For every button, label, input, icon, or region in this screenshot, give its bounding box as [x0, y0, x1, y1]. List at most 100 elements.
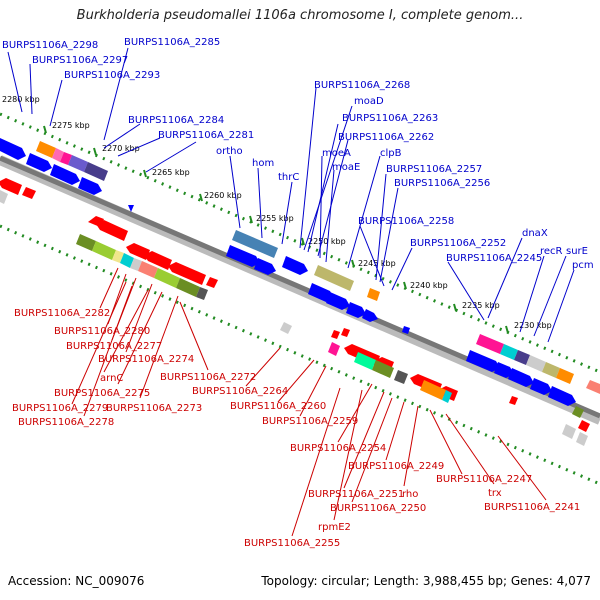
feature-block: [68, 155, 88, 172]
gene-label[interactable]: BURPS1106A_2259: [262, 416, 358, 427]
gene-label[interactable]: BURPS1106A_2277: [66, 341, 162, 352]
gene-label[interactable]: BURPS1106A_2247: [436, 474, 532, 485]
gene-label[interactable]: BURPS1106A_2284: [128, 115, 224, 126]
gene-label[interactable]: BURPS1106A_2298: [2, 40, 98, 51]
upper-feature-blocks: [36, 141, 600, 394]
gene-label[interactable]: BURPS1106A_2254: [290, 443, 386, 454]
gene-label[interactable]: BURPS1106A_2282: [14, 308, 110, 319]
feature-block: [314, 265, 354, 291]
reverse-gene-arrow: [96, 220, 128, 241]
forward-gene-arrow: [308, 283, 334, 302]
tick-label: 2230 kbp: [514, 321, 552, 330]
gene-label[interactable]: BURPS1106A_2278: [18, 417, 114, 428]
gene-label[interactable]: BURPS1106A_2257: [386, 164, 482, 175]
gene-label[interactable]: dnaX: [522, 228, 548, 239]
gene-label[interactable]: BURPS1106A_2263: [342, 113, 438, 124]
gene-label[interactable]: BURPS1106A_2281: [158, 130, 254, 141]
gene-label[interactable]: BURPS1106A_2250: [330, 503, 426, 514]
feature-block: [420, 380, 446, 400]
feature-block: [0, 190, 8, 204]
tick-label: 2280 kbp: [2, 95, 40, 104]
feature-block: [394, 370, 408, 384]
reverse-gene-arrow: [0, 178, 22, 195]
gene-label[interactable]: BURPS1106A_2275: [54, 388, 150, 399]
gene-label[interactable]: rho: [402, 489, 418, 500]
gene-label[interactable]: BURPS1106A_2285: [124, 37, 220, 48]
feature-block: [576, 432, 588, 446]
forward-gene-arrow: [254, 258, 276, 275]
gene-label[interactable]: BURPS1106A_2256: [394, 178, 490, 189]
gene-label[interactable]: BURPS1106A_2241: [484, 502, 580, 513]
lower-feature-blocks: [0, 190, 590, 446]
gene-label[interactable]: BURPS1106A_2293: [64, 70, 160, 81]
gene-label[interactable]: BURPS1106A_2258: [358, 216, 454, 227]
gene-label[interactable]: BURPS1106A_2249: [348, 461, 444, 472]
gene-label[interactable]: moaD: [354, 96, 384, 107]
tick-labels: 2280 kbp 2275 kbp 2270 kbp 2265 kbp 2260…: [2, 95, 552, 330]
tick-marks: [43, 125, 509, 334]
feature-block: [442, 390, 452, 403]
gene-label[interactable]: BURPS1106A_2272: [160, 372, 256, 383]
gene-label[interactable]: BURPS1106A_2260: [230, 401, 326, 412]
gene-label[interactable]: thrC: [278, 172, 299, 183]
tick-label: 2240 kbp: [410, 281, 448, 290]
feature-block: [112, 250, 124, 263]
tick-label: 2235 kbp: [462, 301, 500, 310]
gene-label[interactable]: hom: [252, 158, 274, 169]
gene-label[interactable]: BURPS1106A_2251: [308, 489, 404, 500]
forward-gene-arrow: [346, 302, 366, 318]
forward-genes: [0, 138, 576, 406]
gene-label[interactable]: BURPS1106A_2274: [98, 354, 194, 365]
gene-label[interactable]: BURPS1106A_2280: [54, 326, 150, 337]
feature-block: [52, 148, 64, 162]
tick-label: 2260 kbp: [204, 191, 242, 200]
feature-block: [556, 368, 574, 384]
gene-label[interactable]: rpmE2: [318, 522, 351, 533]
top-leader-lines: [7, 47, 575, 343]
feature-block: [130, 258, 142, 271]
map-title: Burkholderia pseudomallei 1106a chromoso…: [76, 8, 524, 23]
gene-label[interactable]: trx: [488, 488, 502, 499]
reverse-gene-arrow: [341, 328, 350, 337]
feature-block: [526, 355, 546, 372]
tick-label: 2265 kbp: [152, 168, 190, 177]
forward-gene-arrow: [362, 309, 378, 322]
gene-label[interactable]: BURPS1106A_2245: [446, 253, 542, 264]
feature-block: [60, 152, 72, 165]
gene-label[interactable]: BURPS1106A_2273: [106, 403, 202, 414]
gene-label[interactable]: BURPS1106A_2297: [32, 55, 128, 66]
feature-block: [562, 424, 576, 439]
feature-block: [76, 234, 96, 251]
tick-label: 2255 kbp: [256, 214, 294, 223]
gene-label[interactable]: BURPS1106A_2255: [244, 538, 340, 549]
feature-block: [84, 162, 108, 181]
gene-label[interactable]: moeA: [322, 148, 351, 159]
forward-gene-arrow: [494, 362, 514, 378]
gene-label[interactable]: BURPS1106A_2279: [12, 403, 108, 414]
gene-label[interactable]: ortho: [216, 146, 243, 157]
tick-label: 2250 kbp: [308, 237, 346, 246]
gene-label[interactable]: BURPS1106A_2252: [410, 238, 506, 249]
bottom-gene-labels: BURPS1106A_2282 BURPS1106A_2280 BURPS110…: [12, 308, 580, 549]
gene-label[interactable]: BURPS1106A_2268: [314, 80, 410, 91]
gene-label[interactable]: BURPS1106A_2262: [338, 132, 434, 143]
feature-block: [138, 261, 158, 278]
gene-label[interactable]: BURPS1106A_2264: [192, 386, 288, 397]
reverse-gene-arrow: [509, 396, 518, 405]
forward-gene-arrow: [78, 177, 102, 195]
gene-label[interactable]: clpB: [380, 148, 402, 159]
gene-label[interactable]: moaE: [332, 162, 360, 173]
gene-label[interactable]: surE: [566, 246, 588, 257]
forward-gene-arrow: [508, 368, 534, 387]
gene-label[interactable]: pcm: [572, 260, 594, 271]
feature-block: [572, 406, 584, 418]
feature-block: [586, 380, 600, 394]
feature-block: [476, 334, 504, 354]
gene-label[interactable]: recR: [540, 246, 563, 257]
accession-text: Accession: NC_009076: [8, 574, 145, 588]
forward-gene-arrow: [226, 245, 260, 267]
gene-label[interactable]: arnC: [100, 373, 123, 384]
forward-gene-arrow: [530, 378, 552, 395]
forward-gene-arrow: [466, 350, 500, 372]
